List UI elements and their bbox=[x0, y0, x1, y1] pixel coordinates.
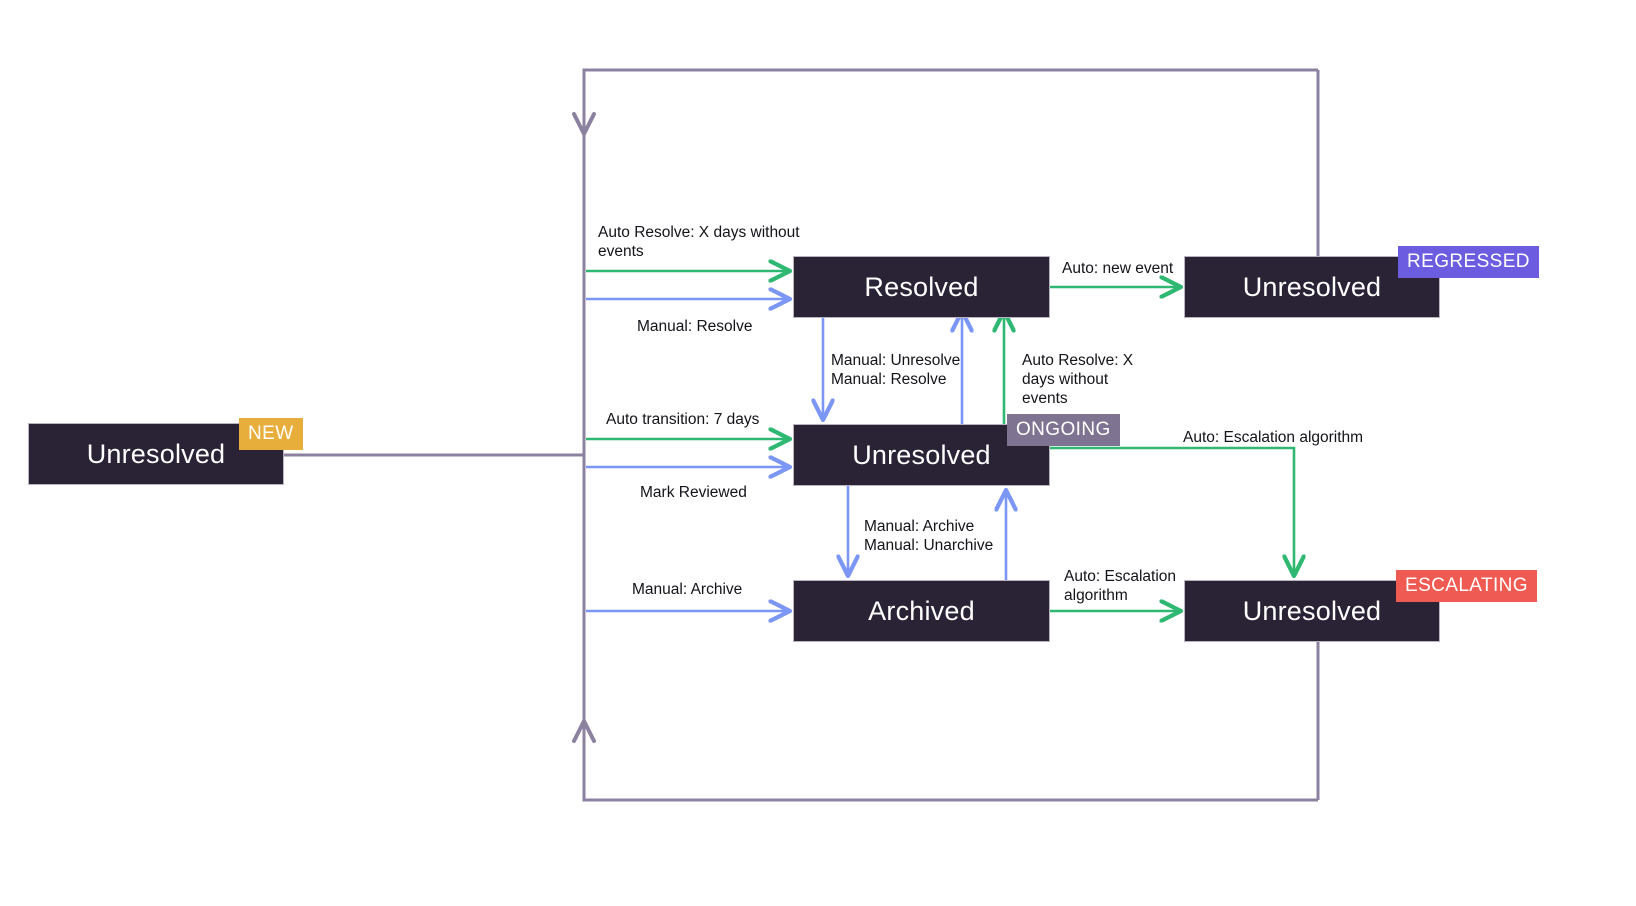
edge-label-auto-escalation-bottom: Auto: Escalation algorithm bbox=[1064, 568, 1177, 604]
node-resolved[interactable]: Resolved bbox=[793, 256, 1050, 318]
node-label: Resolved bbox=[864, 271, 979, 302]
edge-label-auto-transition-7-days: Auto transition: 7 days bbox=[606, 411, 760, 428]
edge-label-auto-resolve-x-days-mid: Auto Resolve: X days without events bbox=[1022, 352, 1134, 407]
edge-label-manual-resolve-top: Manual: Resolve bbox=[637, 318, 753, 335]
node-label: Unresolved bbox=[86, 438, 226, 469]
edge-frame-bottom bbox=[572, 719, 1318, 802]
auto-edges bbox=[586, 271, 1294, 611]
status-badge-regressed: REGRESSED bbox=[1398, 246, 1539, 278]
badge-label: ESCALATING bbox=[1405, 575, 1528, 596]
edge-label-auto-new-event: Auto: new event bbox=[1062, 260, 1174, 277]
status-badge-new: NEW bbox=[239, 418, 303, 450]
node-unresolved-regressed[interactable]: Unresolved bbox=[1184, 256, 1440, 318]
edge-auto-escalation-top bbox=[1050, 446, 1294, 574]
badge-label: NEW bbox=[248, 423, 294, 444]
manual-edges bbox=[586, 299, 1006, 611]
status-badge-ongoing: ONGOING bbox=[1007, 414, 1120, 446]
edge-label-auto-resolve-x-days-top: Auto Resolve: X days without events bbox=[598, 224, 800, 260]
edge-label-manual-archive-unarchive: Manual: Archive Manual: Unarchive bbox=[864, 518, 994, 554]
edge-label-manual-archive: Manual: Archive bbox=[632, 581, 743, 598]
node-label: Unresolved bbox=[852, 439, 991, 470]
badge-label: ONGOING bbox=[1016, 419, 1111, 440]
edge-label-auto-escalation-top: Auto: Escalation algorithm bbox=[1183, 429, 1364, 446]
status-badge-escalating: ESCALATING bbox=[1396, 570, 1537, 602]
badge-label: REGRESSED bbox=[1407, 251, 1530, 272]
edge-frame-top bbox=[572, 68, 1318, 136]
node-archived[interactable]: Archived bbox=[793, 580, 1050, 642]
node-label: Archived bbox=[868, 595, 975, 626]
frame-edges bbox=[284, 68, 1320, 802]
node-label: Unresolved bbox=[1242, 595, 1382, 626]
edge-label-mark-reviewed: Mark Reviewed bbox=[640, 484, 747, 501]
node-label: Unresolved bbox=[1242, 271, 1382, 302]
edge-label-manual-unresolve-resolve: Manual: Unresolve Manual: Resolve bbox=[831, 352, 961, 388]
